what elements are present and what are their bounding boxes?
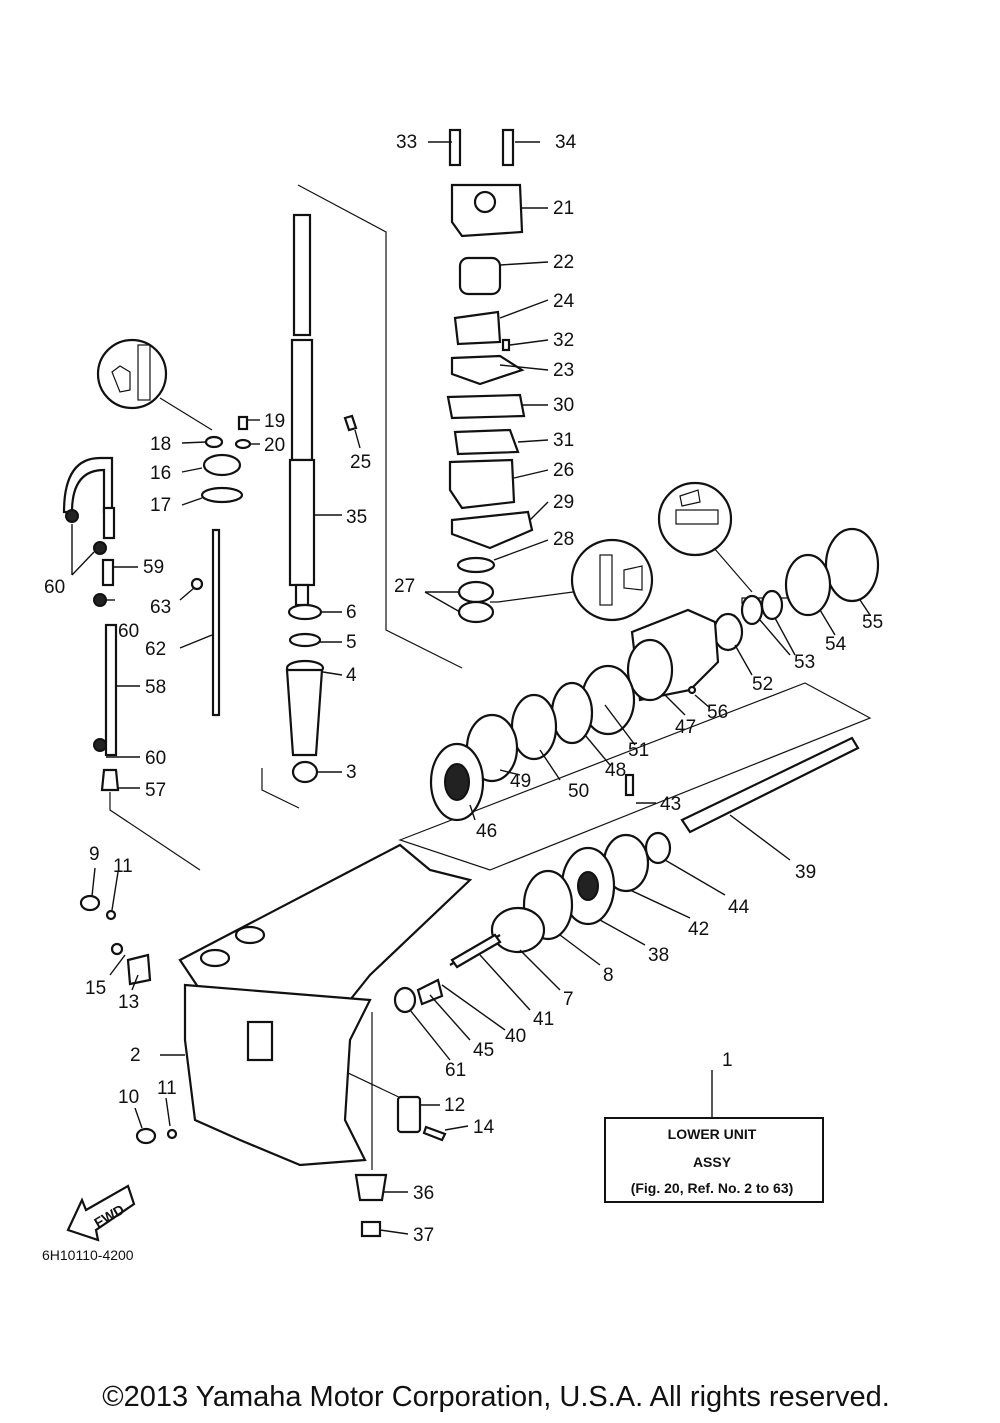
callout-8: 8 xyxy=(603,965,614,986)
callout-30: 30 xyxy=(553,395,574,416)
callout-1: 1 xyxy=(722,1050,733,1071)
callout-60-top: 60 xyxy=(44,577,65,598)
callout-31: 31 xyxy=(553,430,574,451)
callout-29: 29 xyxy=(553,492,574,513)
drive-shaft-group xyxy=(285,213,358,784)
callout-10: 10 xyxy=(118,1087,139,1108)
callout-12: 12 xyxy=(444,1095,465,1116)
callout-42: 42 xyxy=(688,919,709,940)
callout-45: 45 xyxy=(473,1040,494,1061)
callout-24: 24 xyxy=(553,291,575,312)
callout-47: 47 xyxy=(675,717,696,738)
callout-27: 27 xyxy=(394,576,415,597)
assy-line-2: ASSY xyxy=(693,1154,732,1170)
callout-49: 49 xyxy=(510,771,531,792)
assy-line-1: LOWER UNIT xyxy=(668,1126,757,1142)
callout-20: 20 xyxy=(264,435,285,456)
propeller-housing-group xyxy=(429,481,880,822)
callout-28: 28 xyxy=(553,529,574,550)
callout-35: 35 xyxy=(346,507,367,528)
callout-14: 14 xyxy=(473,1117,495,1138)
callout-38: 38 xyxy=(648,945,669,966)
callout-26: 26 xyxy=(553,460,574,481)
part-callouts: 33 34 21 22 24 32 23 30 31 26 29 28 27 2… xyxy=(44,132,883,1246)
callout-43: 43 xyxy=(660,794,681,815)
callout-51: 51 xyxy=(628,740,649,761)
callout-21: 21 xyxy=(553,198,574,219)
callout-58: 58 xyxy=(145,677,166,698)
callout-25: 25 xyxy=(350,452,371,473)
callout-37: 37 xyxy=(413,1225,434,1246)
callout-39: 39 xyxy=(795,862,816,883)
water-pump-group xyxy=(446,128,654,624)
lower-casing xyxy=(79,843,473,1238)
callout-59: 59 xyxy=(143,557,164,578)
callout-60-mid: 60 xyxy=(118,621,139,642)
callout-50: 50 xyxy=(568,781,589,802)
callout-11-bottom: 11 xyxy=(157,1078,177,1099)
callout-48: 48 xyxy=(605,760,626,781)
callout-6: 6 xyxy=(346,602,357,623)
callout-16: 16 xyxy=(150,463,171,484)
callout-4: 4 xyxy=(346,665,357,686)
forward-direction-arrow: FWD xyxy=(66,1184,136,1242)
callout-13: 13 xyxy=(118,992,139,1013)
callout-56: 56 xyxy=(707,702,728,723)
callout-40: 40 xyxy=(505,1026,526,1047)
callout-54: 54 xyxy=(825,634,847,655)
prop-shaft-group xyxy=(393,736,860,1014)
callout-17: 17 xyxy=(150,495,171,516)
callout-32: 32 xyxy=(553,330,574,351)
callout-19: 19 xyxy=(264,411,285,432)
callout-18: 18 xyxy=(150,434,171,455)
callout-60-bottom: 60 xyxy=(145,748,166,769)
callout-41: 41 xyxy=(533,1009,554,1030)
callout-22: 22 xyxy=(553,252,574,273)
callout-34: 34 xyxy=(555,132,577,153)
diagram-code: 6H10110-4200 xyxy=(42,1247,134,1263)
callout-61: 61 xyxy=(445,1060,466,1081)
callout-36: 36 xyxy=(413,1183,434,1204)
leader-lines xyxy=(71,141,871,1235)
detail-view-clip xyxy=(96,338,213,431)
callout-46: 46 xyxy=(476,821,497,842)
assy-line-3: (Fig. 20, Ref. No. 2 to 63) xyxy=(631,1180,794,1196)
callout-44: 44 xyxy=(728,897,750,918)
callout-52: 52 xyxy=(752,674,773,695)
callout-15: 15 xyxy=(85,978,106,999)
copyright-notice: ©2013 Yamaha Motor Corporation, U.S.A. A… xyxy=(102,1381,890,1413)
callout-11-top: 11 xyxy=(113,856,133,877)
callout-7: 7 xyxy=(563,989,574,1010)
callout-57: 57 xyxy=(145,780,166,801)
callout-33: 33 xyxy=(396,132,417,153)
callout-53: 53 xyxy=(794,652,815,673)
lower-unit-assy-box: LOWER UNIT ASSY (Fig. 20, Ref. No. 2 to … xyxy=(604,1117,824,1203)
callout-55: 55 xyxy=(862,612,883,633)
callout-63: 63 xyxy=(150,597,171,618)
callout-5: 5 xyxy=(346,632,357,653)
callout-9: 9 xyxy=(89,844,100,865)
callout-62: 62 xyxy=(145,639,166,660)
callout-2: 2 xyxy=(130,1045,141,1066)
callout-23: 23 xyxy=(553,360,574,381)
callout-3: 3 xyxy=(346,762,357,783)
shift-rod-group xyxy=(62,415,252,792)
